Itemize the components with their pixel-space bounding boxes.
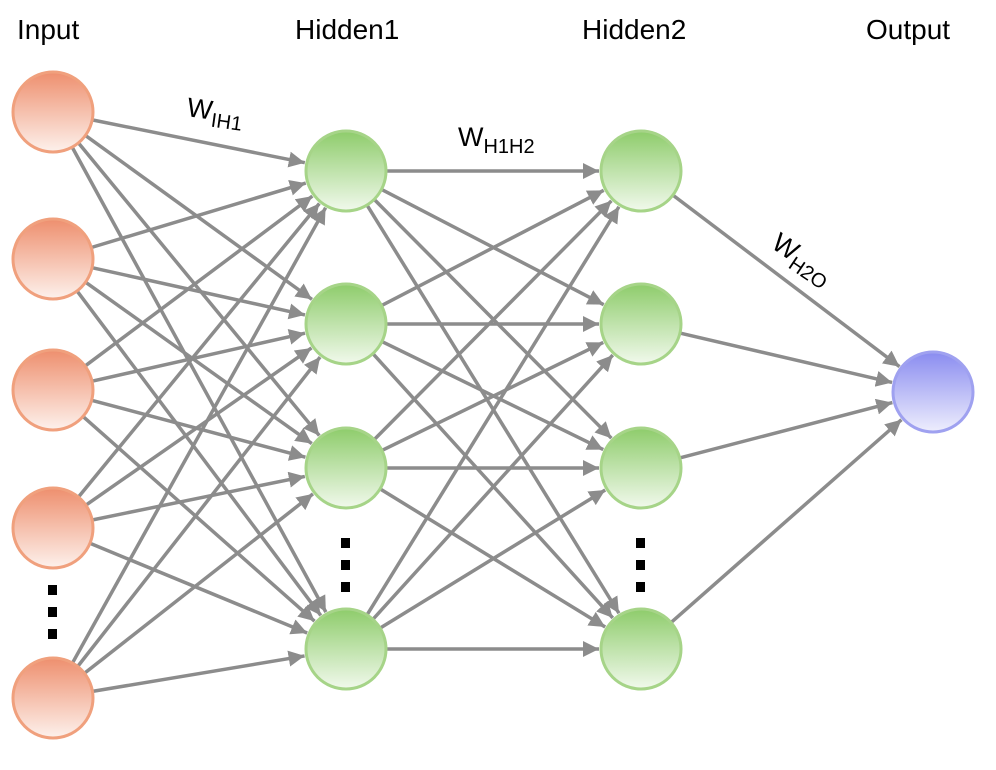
- edge-input-2-to-hidden1-1: [91, 328, 306, 383]
- weight-labels: WIH1 WH1H2 WH2O: [184, 92, 838, 294]
- edge-input-1-to-hidden1-0: [90, 180, 307, 250]
- input-ellipsis-dot-3: [48, 629, 57, 639]
- output-layer-title: Output: [866, 14, 951, 45]
- output-neuron-1: [891, 350, 975, 434]
- hidden2-neuron-4: [599, 607, 683, 691]
- hidden2-neuron-1: [599, 129, 683, 213]
- input-layer-title: Input: [17, 14, 80, 45]
- edge-input-0-to-hidden1-2: [77, 141, 321, 437]
- edge-input-2-to-hidden1-0: [83, 194, 314, 368]
- hidden2-neuron-3: [599, 426, 683, 510]
- hidden2-ellipsis-dot-3: [636, 582, 645, 592]
- edge-hidden1-3-to-hidden2-1: [371, 353, 615, 621]
- edge-input-0-to-hidden1-0: [91, 118, 306, 168]
- input-neuron-4: [11, 486, 95, 570]
- connections: [70, 118, 903, 694]
- edge-input-3-to-hidden1-3: [89, 541, 308, 635]
- hidden1-neuron-4: [304, 607, 388, 691]
- weight-label-h1h2: WH1H2: [458, 122, 535, 158]
- hidden1-neuron-2: [304, 282, 388, 366]
- hidden1-neuron-1: [304, 129, 388, 213]
- edge-input-3-to-hidden1-0: [77, 202, 321, 499]
- edge-hidden1-2-to-hidden2-1: [381, 340, 605, 453]
- input-neuron-5: [11, 656, 95, 740]
- input-ellipsis-dot-2: [48, 607, 57, 617]
- edge-hidden2-0-to-output-0: [671, 193, 901, 369]
- input-ellipsis-dot-1: [48, 585, 57, 595]
- edge-input-4-to-hidden1-0: [70, 206, 328, 664]
- hidden1-ellipsis-dot-1: [341, 538, 350, 548]
- edge-input-0-to-hidden1-1: [84, 134, 313, 301]
- edge-input-4-to-hidden1-1: [76, 355, 322, 668]
- edge-input-1-to-hidden1-2: [84, 280, 313, 446]
- edge-input-4-to-hidden1-3: [92, 650, 305, 694]
- edge-hidden2-2-to-output-0: [679, 398, 893, 460]
- input-neuron-3: [11, 348, 95, 432]
- hidden1-ellipsis-dot-2: [341, 560, 350, 570]
- weight-label-h2o: WH2O: [763, 227, 838, 294]
- ellipses: [48, 538, 645, 639]
- edge-hidden1-1-to-hidden2-0: [380, 188, 605, 308]
- hidden1-neuron-3: [304, 426, 388, 510]
- hidden1-ellipsis-dot-3: [341, 582, 350, 592]
- hidden2-neuron-2: [599, 282, 683, 366]
- hidden1-layer-title: Hidden1: [295, 14, 400, 45]
- neurons: [11, 70, 975, 740]
- edge-input-3-to-hidden1-1: [84, 346, 313, 507]
- input-neuron-1: [11, 70, 95, 154]
- edge-hidden1-3-to-hidden2-0: [365, 205, 621, 616]
- edge-input-2-to-hidden1-3: [81, 415, 316, 623]
- edge-input-1-to-hidden1-3: [75, 289, 323, 617]
- edge-input-4-to-hidden1-2: [83, 492, 315, 675]
- edge-hidden1-2-to-hidden2-0: [372, 199, 613, 441]
- hidden2-layer-title: Hidden2: [582, 14, 687, 45]
- edge-hidden2-3-to-output-0: [669, 418, 903, 624]
- edge-hidden1-3-to-hidden2-2: [379, 488, 607, 630]
- weight-label-ih1: WIH1: [184, 92, 245, 136]
- edge-hidden2-1-to-output-0: [679, 331, 893, 387]
- input-neuron-2: [11, 217, 95, 301]
- edge-input-3-to-hidden1-2: [91, 471, 306, 522]
- hidden2-ellipsis-dot-1: [636, 538, 645, 548]
- hidden2-ellipsis-dot-2: [636, 560, 645, 570]
- edge-input-0-to-hidden1-3: [70, 146, 328, 613]
